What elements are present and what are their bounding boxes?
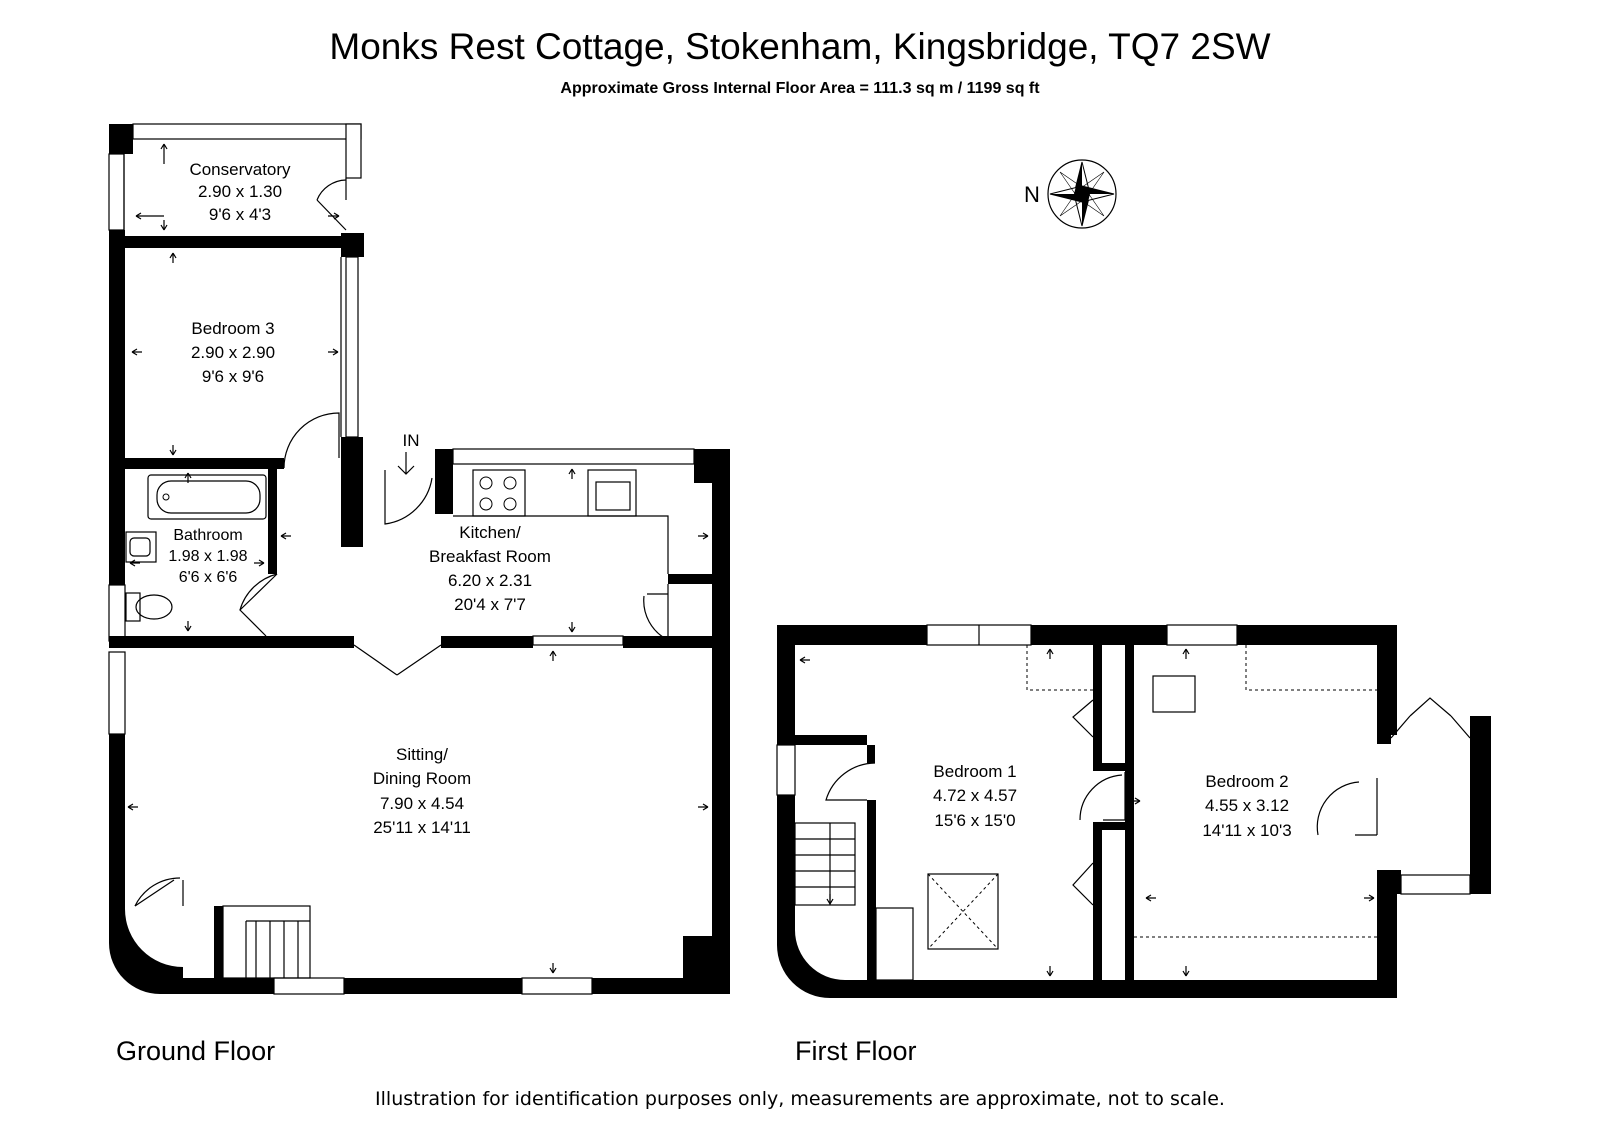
kitchen-name-line2: Breakfast Room	[429, 547, 551, 566]
disclaimer-text: Illustration for identification purposes…	[375, 1088, 1225, 1110]
conservatory-name: Conservatory	[189, 160, 291, 179]
conservatory-imperial: 9'6 x 4'3	[209, 205, 271, 224]
bathroom-name: Bathroom	[173, 527, 242, 544]
sitting-imperial: 25'11 x 14'11	[373, 818, 471, 837]
bathroom-imperial: 6'6 x 6'6	[179, 569, 238, 586]
first-floor-plan	[776, 624, 1491, 998]
window	[345, 123, 362, 179]
bedroom2-metric: 4.55 x 3.12	[1205, 796, 1289, 815]
compass-rose-icon	[1047, 159, 1117, 229]
floor-area-summary: Approximate Gross Internal Floor Area = …	[560, 80, 1040, 97]
plan-title: Monks Rest Cottage, Stokenham, Kingsbrid…	[329, 26, 1271, 67]
bedroom3-imperial: 9'6 x 9'6	[202, 367, 264, 386]
first-floor-label: First Floor	[795, 1036, 917, 1066]
window	[132, 123, 362, 140]
window	[345, 256, 359, 438]
bedroom1-name: Bedroom 1	[933, 762, 1016, 781]
wall	[712, 449, 730, 994]
bedroom2-name: Bedroom 2	[1205, 772, 1288, 791]
bedroom3-name: Bedroom 3	[191, 319, 274, 338]
bathroom-metric: 1.98 x 1.98	[168, 548, 247, 565]
wall	[109, 124, 133, 154]
kitchen-metric: 6.20 x 2.31	[448, 571, 532, 590]
sitting-name-line1: Sitting/	[396, 745, 448, 764]
wall	[109, 236, 364, 248]
wall	[109, 248, 125, 643]
bedroom2-imperial: 14'11 x 10'3	[1202, 821, 1291, 840]
chimney-breast	[341, 437, 363, 547]
kitchen-name-line1: Kitchen/	[459, 523, 521, 542]
conservatory-metric: 2.90 x 1.30	[198, 182, 282, 201]
ground-floor-label: Ground Floor	[116, 1036, 276, 1066]
sitting-name-line2: Dining Room	[373, 769, 471, 788]
bedroom1-imperial: 15'6 x 15'0	[934, 811, 1015, 830]
sitting-metric: 7.90 x 4.54	[380, 794, 464, 813]
kitchen-imperial: 20'4 x 7'7	[454, 595, 526, 614]
entrance-label: IN	[403, 431, 420, 450]
ground-floor-plan	[108, 123, 730, 995]
compass-north-label: N	[1024, 182, 1040, 207]
bedroom1-metric: 4.72 x 4.57	[933, 786, 1017, 805]
window	[108, 153, 125, 231]
bedroom3-metric: 2.90 x 2.90	[191, 343, 275, 362]
